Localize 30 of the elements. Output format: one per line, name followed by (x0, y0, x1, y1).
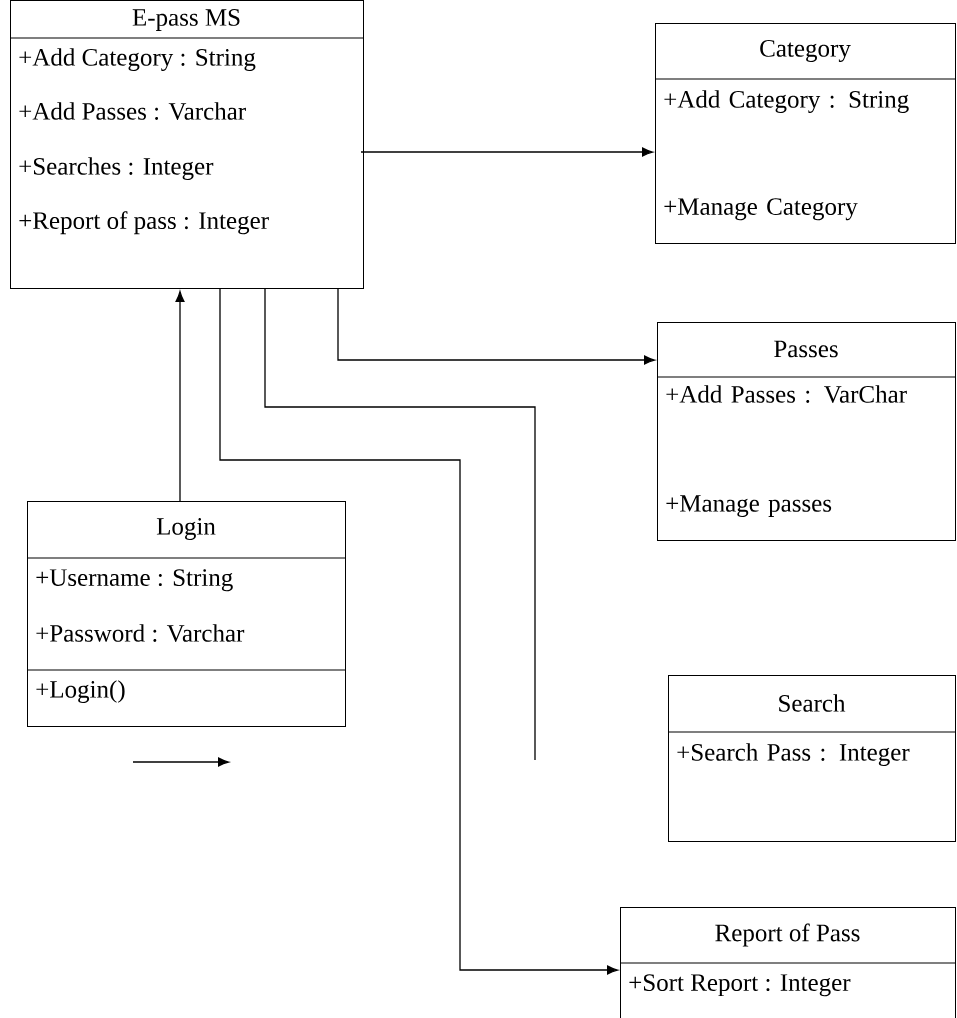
class-box (654, 23, 956, 244)
class-box (26, 501, 346, 727)
class-box (656, 322, 956, 541)
class-name: Passes (774, 340, 838, 358)
class-member: +Searches : Integer (19, 157, 214, 180)
class-member: +Add Category : String (19, 48, 256, 71)
connector (264, 288, 536, 761)
class-name: Search (779, 694, 846, 712)
class-member: +Password : Varchar (36, 624, 245, 642)
class-box (667, 675, 956, 842)
class-member: +Search Pass : Integer (677, 743, 910, 766)
class-box (619, 907, 956, 1018)
class-member: +Username : String (36, 569, 233, 592)
connector (175, 291, 185, 502)
class-member: +Add Category : String (664, 90, 909, 113)
class-member: +Add Passes : Varchar (19, 102, 246, 120)
class-member: +Login() (36, 680, 125, 703)
class-member: +Manage passes (666, 495, 832, 517)
class-name: Report of Pass (715, 923, 860, 947)
class-name: Login (156, 518, 216, 540)
class-name: Category (760, 40, 851, 62)
class-box (9, 0, 364, 289)
connector (219, 288, 619, 975)
class-name: E-pass MS (132, 9, 240, 31)
class-member: +Manage Category (664, 198, 858, 221)
class-member: +Add Passes : VarChar (666, 385, 907, 403)
connector (337, 288, 656, 365)
class-member: +Sort Report : Integer (629, 974, 851, 997)
connector (360, 147, 654, 157)
class-member: +Report of pass : Integer (19, 211, 269, 235)
